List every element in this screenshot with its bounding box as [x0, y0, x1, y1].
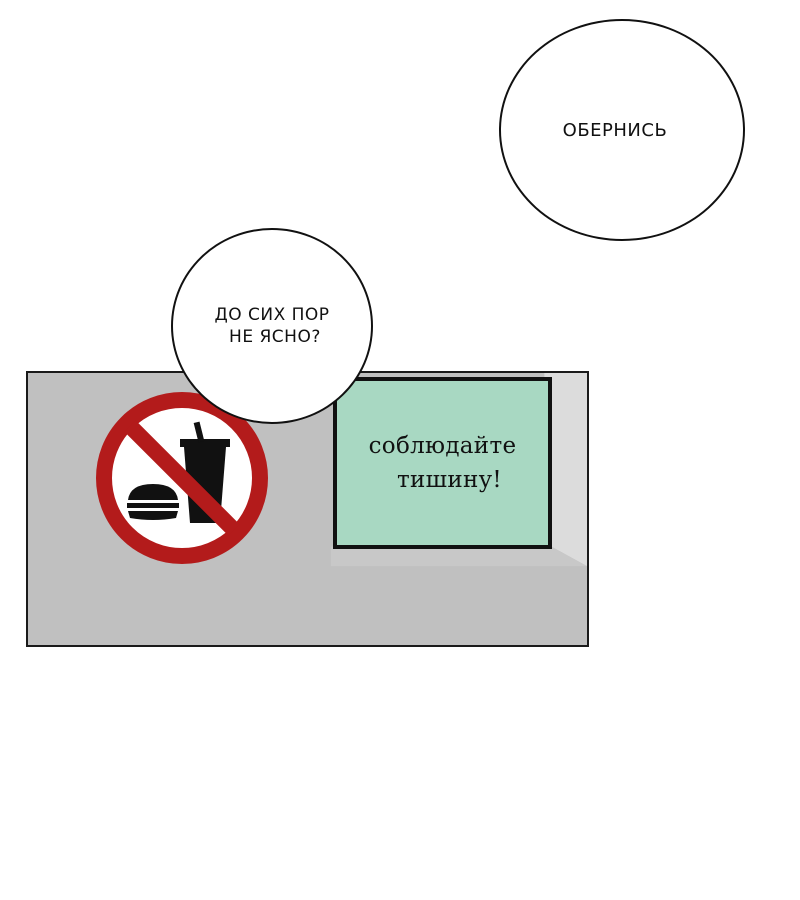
speech-bubble-line-1: ДО СИХ ПОР [214, 305, 330, 325]
burger-icon [127, 484, 179, 520]
no-food-and-drink-icon [96, 392, 268, 564]
speech-bubble-line-2: НЕ ЯСНО? [223, 327, 321, 347]
speech-bubble-turn-around: ОБЕРНИСЬ [499, 19, 745, 241]
speech-bubble-still-unclear: ДО СИХ ПОР НЕ ЯСНО? [171, 228, 373, 424]
speech-bubble-text: ОБЕРНИСЬ [562, 119, 668, 141]
quiet-sign-line-1: соблюдайте [368, 433, 517, 459]
quiet-sign-line-2: тишину! [397, 467, 502, 493]
quiet-sign: соблюдайте тишину! [333, 377, 552, 549]
